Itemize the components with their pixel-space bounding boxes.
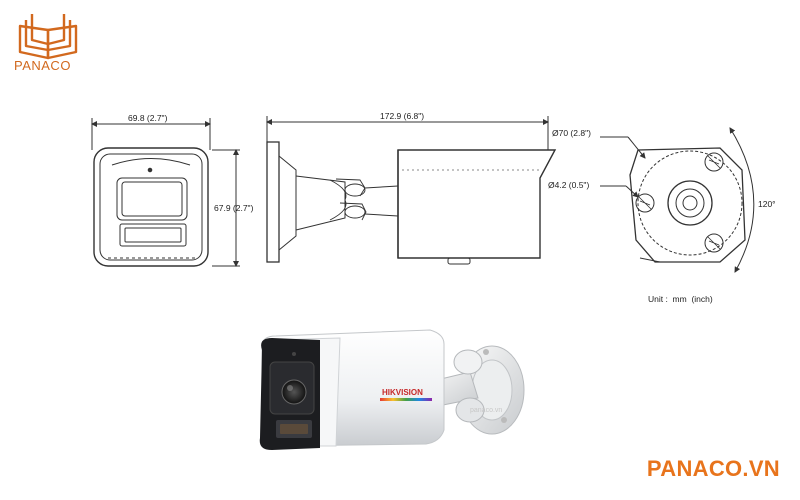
product-watermark: panaco.vn [470,407,502,414]
unit-label: Unit : mm (inch) [648,294,713,304]
side-length-label: 172.9 (6.8") [380,111,424,121]
front-width-label: 69.8 (2.7") [128,113,168,123]
hole-diameter-label: Ø4.2 (0.5") [548,180,589,190]
product-brand-label: HIKVISION [382,388,423,397]
mount-diameter-label: Ø70 (2.8") [552,128,591,138]
product-illustration [259,329,525,450]
website-label: PANACO.VN [646,456,780,481]
panaco-logo-icon [18,14,78,60]
front-height-label: 67.9 (2.7") [214,203,254,213]
front-view [91,118,240,267]
side-view [266,116,557,265]
angle-label: 120° [758,199,776,209]
brand-logo-text: PANACO [14,58,71,73]
mount-view [600,127,755,273]
